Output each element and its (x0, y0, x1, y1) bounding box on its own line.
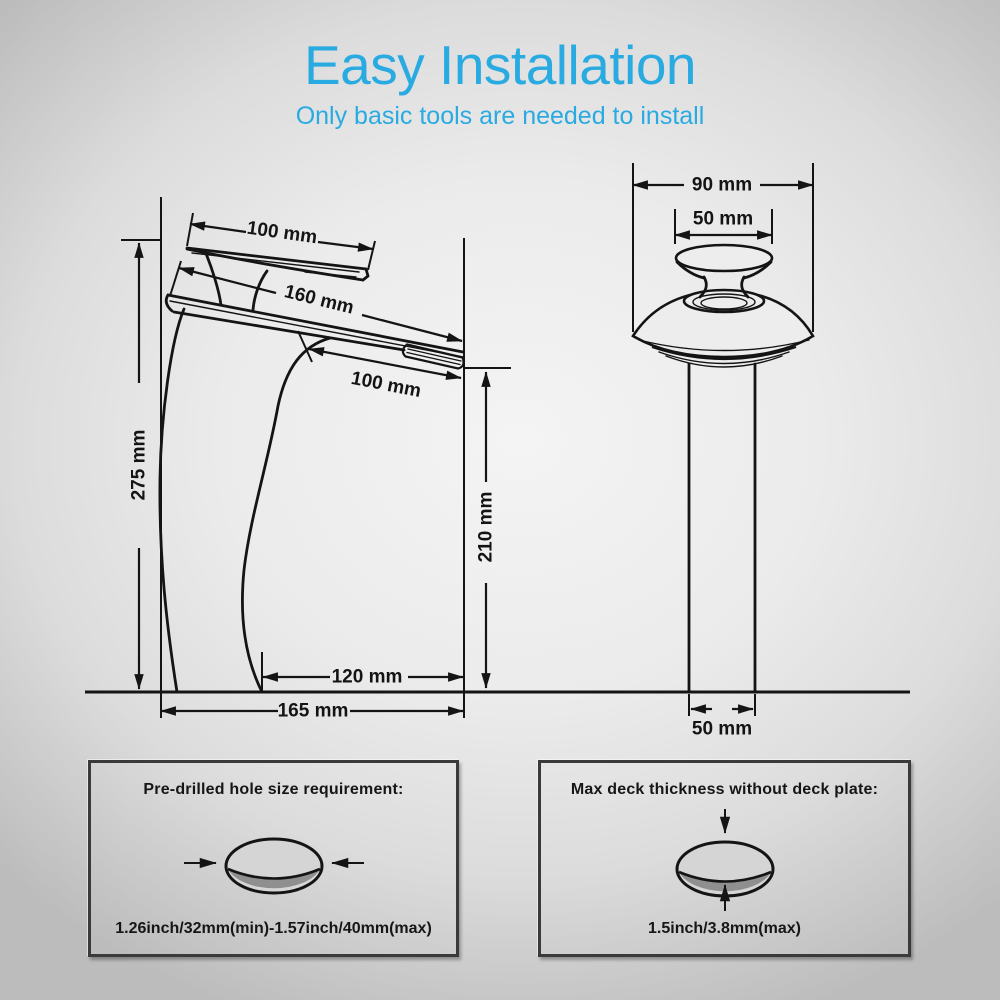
deck-thickness-title: Max deck thickness without deck plate: (570, 781, 879, 798)
drain-dimensions: 90 mm 50 mm 50 mm (632, 175, 814, 740)
deck-thickness-value: 1.5inch/3.8mm(max) (648, 920, 801, 937)
faucet-extension-lines (121, 197, 511, 718)
dim-label-spout-length: 160 mm (282, 281, 356, 318)
deck-thickness-note-box: Max deck thickness without deck plate: 1… (538, 760, 911, 957)
dim-label-knob-width: 50 mm (693, 209, 753, 230)
faucet-dimensions: 100 mm 160 mm 100 mm 275 mm (129, 218, 497, 722)
faucet-body (158, 246, 465, 694)
dim-label-reach: 120 mm (332, 667, 403, 688)
page-subtitle: Only basic tools are needed to install (295, 102, 705, 130)
drain-knob (674, 243, 774, 314)
deck-thickness-illustration (675, 809, 774, 911)
dim-handle-width: 100 mm (189, 218, 374, 252)
dim-label-base-width: 165 mm (278, 701, 349, 722)
pre-drilled-hole-value: 1.26inch/32mm(min)-1.57inch/40mm(max) (115, 920, 432, 937)
dim-label-spout-height: 210 mm (476, 492, 497, 563)
dim-knob-width: 50 mm (674, 209, 773, 240)
dim-plate-width: 90 mm (632, 175, 814, 196)
dim-label-pipe-width: 50 mm (692, 719, 752, 740)
drain-view: 90 mm 50 mm 50 mm (631, 163, 815, 740)
dim-total-height: 275 mm (129, 242, 150, 690)
drain-pipe (687, 362, 757, 693)
dim-label-total-height: 275 mm (129, 430, 150, 501)
pre-drilled-hole-title: Pre-drilled hole size requirement: (143, 781, 404, 798)
pre-drilled-hole-note-box: Pre-drilled hole size requirement: 1.26i… (88, 760, 459, 957)
drain-plate (631, 289, 815, 368)
dim-base-width: 165 mm (160, 701, 464, 722)
dim-spout-overhang: 100 mm (308, 347, 462, 402)
dim-reach: 120 mm (262, 667, 464, 688)
faucet-side-view: 100 mm 160 mm 100 mm 275 mm (121, 197, 511, 722)
dim-label-spout-overhang: 100 mm (349, 368, 422, 402)
faucet-handle (185, 246, 368, 271)
page-title: Easy Installation (304, 34, 697, 96)
dim-label-plate-width: 90 mm (692, 175, 752, 196)
dim-spout-height: 210 mm (476, 371, 497, 689)
dim-pipe-width: 50 mm (690, 704, 754, 740)
dim-label-handle-width: 100 mm (245, 218, 318, 249)
hole-diameter-illustration (183, 837, 364, 895)
